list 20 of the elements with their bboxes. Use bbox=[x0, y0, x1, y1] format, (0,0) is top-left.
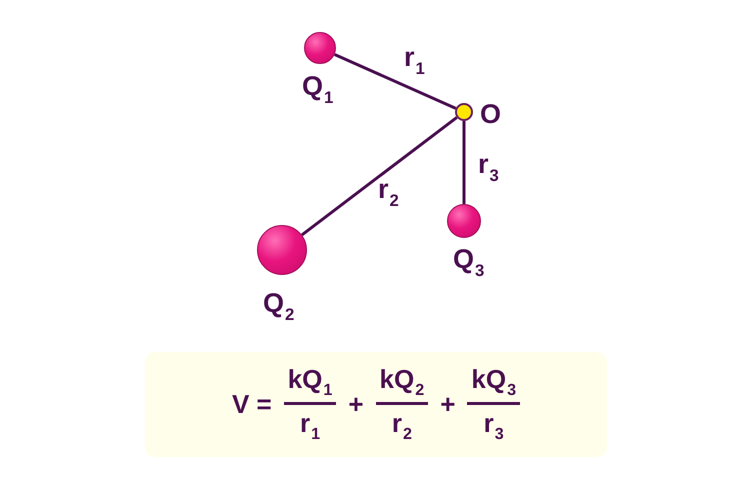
denominator: r$_{1}$ bbox=[300, 407, 320, 444]
denominator: r$_{3}$ bbox=[484, 407, 504, 444]
connector-line bbox=[462, 121, 466, 204]
formula-term: + bbox=[440, 389, 456, 420]
charge-label: Q$_{2}$ bbox=[263, 290, 294, 324]
charge-label: Q$_{1}$ bbox=[302, 73, 334, 106]
charge-label: Q$_{3}$ bbox=[453, 246, 484, 280]
numerator: kQ$_{2}$ bbox=[376, 365, 428, 405]
formula-term: + bbox=[348, 389, 364, 420]
numerator: kQ$_{3}$ bbox=[467, 365, 520, 405]
point-label: O bbox=[480, 101, 502, 128]
distance-label: r$_{1}$ bbox=[404, 44, 425, 78]
distance-label: r$_{2}$ bbox=[378, 176, 399, 210]
connector-line bbox=[301, 116, 458, 236]
denominator: r$_{2}$ bbox=[392, 407, 412, 444]
connector-line bbox=[334, 53, 456, 110]
formula-panel bbox=[145, 352, 607, 457]
formula-term: V = bbox=[232, 389, 272, 420]
distance-label: r$_{3}$ bbox=[478, 151, 499, 184]
numerator: kQ$_{1}$ bbox=[284, 365, 336, 405]
